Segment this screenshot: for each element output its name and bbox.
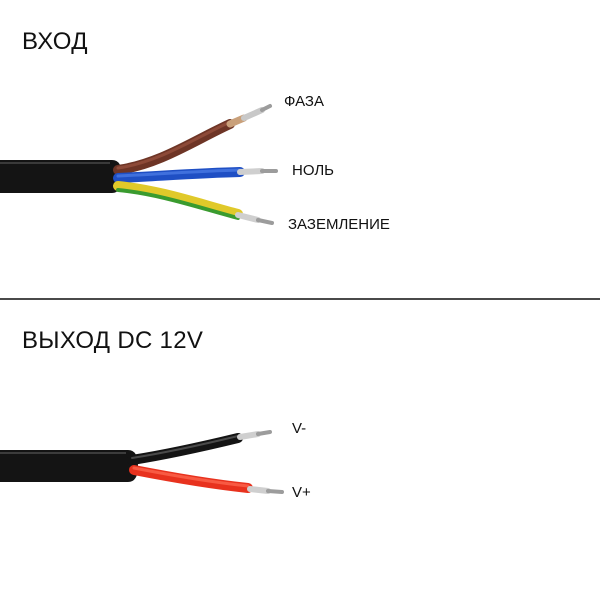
negative-label: V- [292, 420, 307, 437]
positive-wire [129, 465, 284, 494]
input-cable-jacket [0, 160, 122, 193]
output-heading: ВЫХОД DC 12V [22, 327, 204, 354]
negative-wire [127, 430, 272, 465]
phase-label: ФАЗА [284, 93, 324, 110]
input-heading: ВХОД [22, 28, 88, 55]
phase-terminal-icon [241, 104, 272, 121]
phase-wire [113, 104, 272, 175]
output-panel: ВЫХОД DC 12V V- V+ [0, 300, 600, 600]
neutral-label: НОЛЬ [292, 162, 335, 179]
output-cable-jacket [0, 450, 138, 482]
section-divider [0, 298, 600, 300]
input-panel: ВХОД [0, 0, 600, 298]
positive-label: V+ [292, 484, 311, 501]
output-cable-diagram [0, 430, 284, 494]
neutral-terminal-icon [237, 168, 278, 175]
negative-terminal-icon [237, 430, 272, 440]
earth-terminal-icon [235, 212, 274, 225]
earth-wire [113, 181, 274, 225]
neutral-wire [113, 167, 278, 183]
earth-label: ЗАЗЕМЛЕНИЕ [288, 216, 390, 233]
positive-terminal-icon [247, 486, 284, 494]
input-cable-diagram [0, 104, 278, 225]
